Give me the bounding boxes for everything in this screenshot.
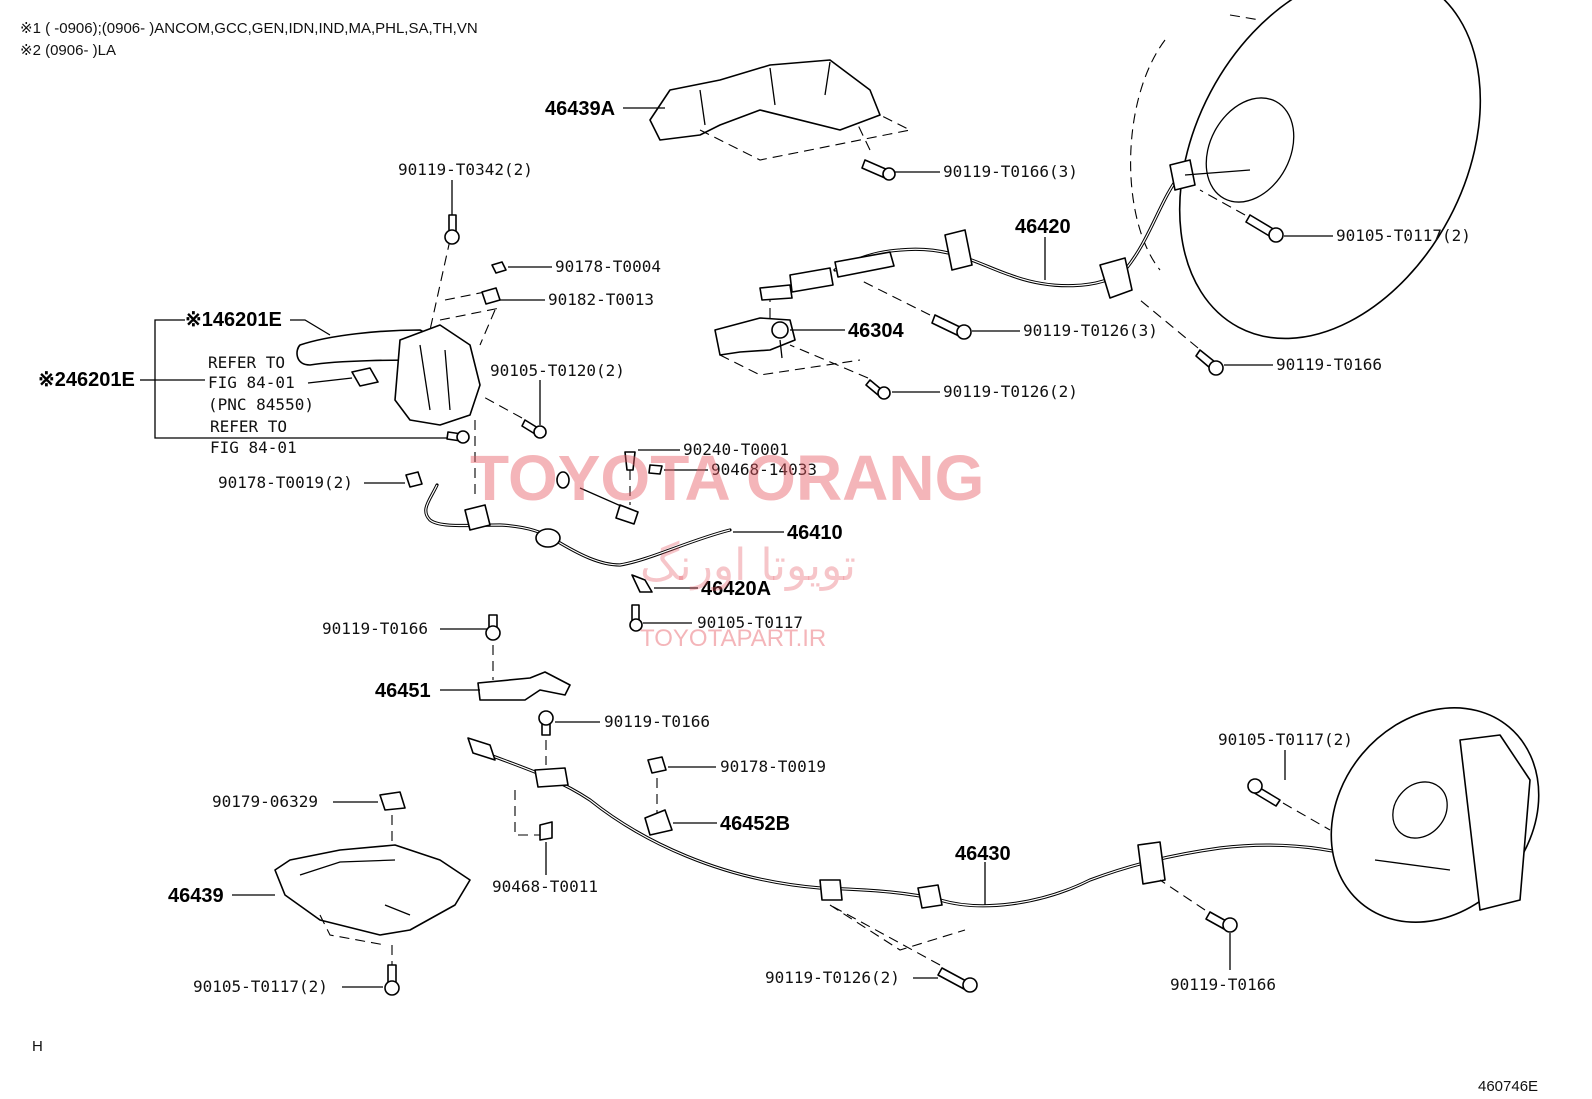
label-90240-T0001: 90240-T0001 <box>683 440 789 459</box>
label-90105-T0117-2-bot: 90105-T0117(2) <box>193 977 328 996</box>
pin-icon <box>624 451 636 471</box>
bolt-icon <box>937 967 978 993</box>
bolt-icon <box>446 430 470 444</box>
label-90119-T0166-mid: 90119-T0166 <box>322 619 428 638</box>
bolt-icon <box>861 159 896 181</box>
label-90119-T0126-2-bot: 90119-T0126(2) <box>765 968 900 987</box>
footer-mark: H <box>32 1038 43 1055</box>
watermark-brand: TOYOTA ORANG <box>470 442 984 514</box>
label-90178-T0004: 90178-T0004 <box>555 257 661 276</box>
part-46451-bracket <box>477 671 571 701</box>
bolt-icon <box>384 964 400 996</box>
bolt-icon <box>538 710 554 736</box>
label-90119-T0126-3: 90119-T0126(3) <box>1023 321 1158 340</box>
bolt-icon <box>485 614 501 641</box>
rear-brake-plate-top <box>1130 0 1482 340</box>
label-46451: 46451 <box>375 680 431 702</box>
bolt-icon <box>1245 214 1284 243</box>
label-46201E-1: ※146201E <box>185 309 282 331</box>
label-refer-1b: FIG 84-01 <box>208 373 295 392</box>
bracket-46201E <box>154 319 210 439</box>
label-90119-T0126-2-top: 90119-T0126(2) <box>943 382 1078 401</box>
part-46304-equalizer <box>714 317 796 359</box>
label-90119-T0166-mid2: 90119-T0166 <box>604 712 710 731</box>
watermark-url: TOYOTAPART.IR <box>640 625 826 652</box>
note-1: ※1 ( -0906);(0906- )ANCOM,GCC,GEN,IDN,IN… <box>20 20 478 37</box>
label-90468-T0011: 90468-T0011 <box>492 877 598 896</box>
label-90105-T0117: 90105-T0117 <box>697 613 803 632</box>
nut-icon <box>491 261 507 274</box>
label-46452B: 46452B <box>720 813 790 835</box>
label-90178-T0019: 90178-T0019 <box>720 757 826 776</box>
bolt-icon <box>444 214 460 245</box>
part-46420A-clip <box>631 574 653 593</box>
label-46439A: 46439A <box>545 98 615 120</box>
rear-brake-plate-bottom <box>1330 707 1540 923</box>
label-46420A: 46420A <box>701 578 771 600</box>
part-46439A-insulator <box>649 59 912 161</box>
label-46304: 46304 <box>848 320 904 342</box>
watermark-arabic: تویوتا اورنگ <box>640 540 856 591</box>
label-90119-T0166-bot: 90119-T0166 <box>1170 975 1276 994</box>
bolt-icon <box>521 419 547 439</box>
bolt-icon <box>1195 349 1224 376</box>
figure-id: 460746E <box>1478 1078 1538 1095</box>
part-46201E-lever <box>296 324 481 426</box>
part-90179-06329-nut <box>379 791 406 811</box>
label-refer-1c: (PNC 84550) <box>208 395 314 414</box>
label-46410: 46410 <box>787 522 843 544</box>
label-90468-14033: 90468-14033 <box>711 460 817 479</box>
bolt-icon <box>1247 778 1281 807</box>
label-90119-T0166-top: 90119-T0166 <box>1276 355 1382 374</box>
part-46410-cable <box>424 471 732 567</box>
label-90178-T0019-2: 90178-T0019(2) <box>218 473 353 492</box>
part-46439-insulator <box>274 844 471 936</box>
clip-icon <box>648 464 663 475</box>
label-46430: 46430 <box>955 843 1011 865</box>
label-refer-2a: REFER TO <box>210 417 287 436</box>
label-refer-2b: FIG 84-01 <box>210 438 297 457</box>
note-2: ※2 (0906- )LA <box>20 42 116 59</box>
label-46439: 46439 <box>168 885 224 907</box>
label-90182-T0013: 90182-T0013 <box>548 290 654 309</box>
clip-icon <box>539 821 553 841</box>
label-90119-T0342-2: 90119-T0342(2) <box>398 160 533 179</box>
bolt-icon <box>629 604 643 632</box>
label-90119-T0166-3: 90119-T0166(3) <box>943 162 1078 181</box>
part-46452B-clamp <box>644 809 673 836</box>
label-90179-06329: 90179-06329 <box>212 792 318 811</box>
leader-46201E-1 <box>290 319 331 336</box>
nut-icon <box>405 471 423 488</box>
label-46420: 46420 <box>1015 216 1071 238</box>
label-90105-T0117-2-right: 90105-T0117(2) <box>1218 730 1353 749</box>
part-46430-cable <box>467 737 1383 909</box>
label-refer-1a: REFER TO <box>208 353 285 372</box>
nut-icon <box>647 756 667 774</box>
label-46201E-2: ※246201E <box>38 369 135 391</box>
label-90105-T0117-2-top: 90105-T0117(2) <box>1336 226 1471 245</box>
label-90105-T0120-2: 90105-T0120(2) <box>490 361 625 380</box>
bolt-icon <box>865 379 891 400</box>
part-46420-cable <box>759 159 1251 301</box>
bolt-icon <box>931 314 972 340</box>
nut-icon <box>481 287 501 305</box>
bolt-icon <box>1205 911 1238 933</box>
